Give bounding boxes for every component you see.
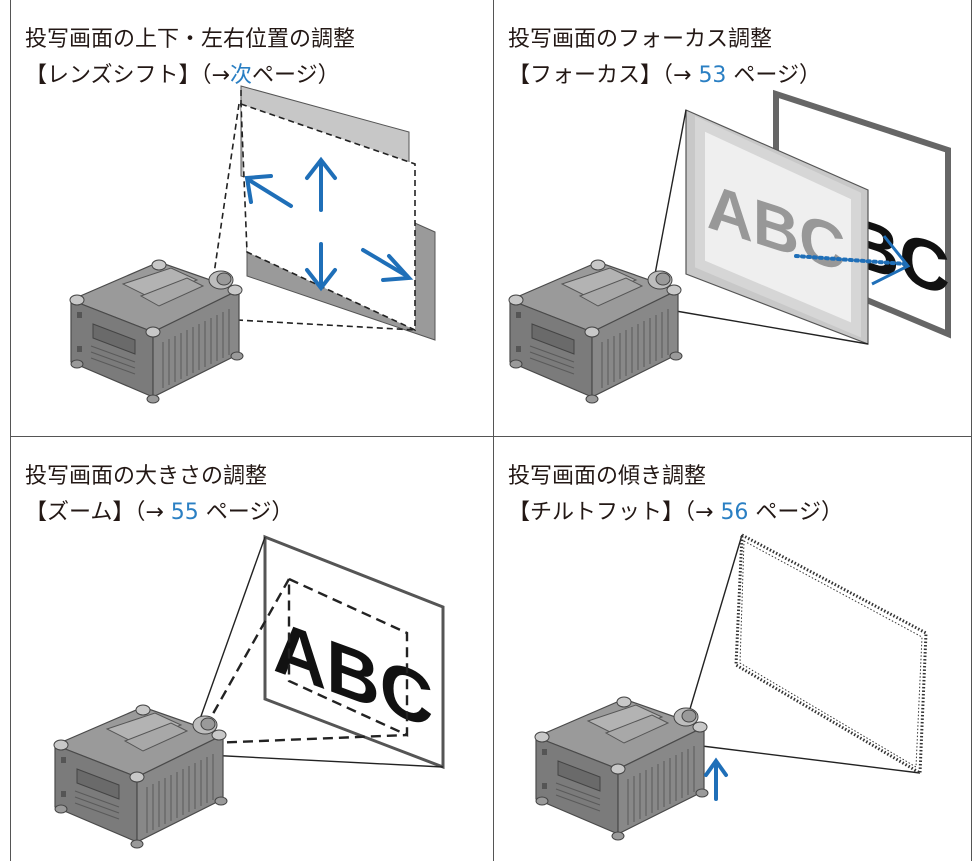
arrow-up-icon: [305, 156, 337, 212]
panel-focus: 投写画面のフォーカス調整 【フォーカス】（→ 53 ページ） ABC ABC: [494, 0, 972, 437]
panel-subtitle: 【フォーカス】（→ 53 ページ）: [508, 63, 821, 88]
arrow-down-icon: [305, 242, 337, 292]
focus-arrow-icon: [871, 235, 911, 286]
projection-screen: [734, 532, 928, 776]
panel-title: 投写画面の傾き調整: [508, 464, 707, 489]
panel-heading: 投写画面の傾き調整 【チルトフット】（→ 56 ページ）: [508, 459, 843, 531]
arrow-left-icon: [244, 174, 293, 208]
projection-lines: [210, 86, 416, 331]
panel-lens-shift: 投写画面の上下・左右位置の調整 【レンズシフト】（→次ページ）: [10, 0, 494, 437]
panel-subtitle: 【ズーム】（→ 55 ページ）: [25, 500, 294, 525]
projection-lines: [683, 534, 921, 774]
panel-title: 投写画面の大きさの調整: [25, 464, 268, 489]
lens-shift-illustration: [69, 85, 436, 404]
panel-subtitle: 【チルトフット】（→ 56 ページ）: [508, 500, 843, 525]
panel-heading: 投写画面のフォーカス調整 【フォーカス】（→ 53 ページ）: [508, 22, 821, 94]
panel-subtitle: 【レンズシフト】（→次ページ）: [25, 63, 340, 88]
page-reference-link[interactable]: 56: [720, 500, 749, 525]
projection-lines: [651, 109, 869, 345]
zoom-projection-lines: [199, 578, 408, 745]
arrow-up-icon: [704, 757, 728, 801]
panel-tilt-foot: 投写画面の傾き調整 【チルトフット】（→ 56 ページ）: [494, 437, 972, 861]
panel-heading: 投写画面の大きさの調整 【ズーム】（→ 55 ページ）: [25, 459, 293, 531]
page-reference-link[interactable]: 次: [230, 63, 253, 88]
panel-heading: 投写画面の上下・左右位置の調整 【レンズシフト】（→次ページ）: [25, 22, 355, 94]
projector-illustration: [53, 704, 228, 849]
shift-arrows: [244, 156, 414, 292]
page-reference-link[interactable]: 53: [698, 63, 727, 88]
projected-image: [240, 102, 416, 332]
panel-title: 投写画面の上下・左右位置の調整: [25, 27, 356, 52]
projector-illustration: [508, 259, 683, 404]
panel-title: 投写画面のフォーカス調整: [508, 27, 773, 52]
projector-illustration: [534, 696, 709, 841]
tilt-illustration: [534, 532, 928, 841]
projector-illustration: [69, 259, 244, 404]
focus-illustration: ABC ABC: [508, 89, 951, 404]
panel-zoom: 投写画面の大きさの調整 【ズーム】（→ 55 ページ） ABC: [10, 437, 494, 861]
zoom-illustration: ABC: [53, 534, 445, 849]
arrow-right-icon: [361, 248, 414, 282]
page-reference-link[interactable]: 55: [170, 500, 199, 525]
